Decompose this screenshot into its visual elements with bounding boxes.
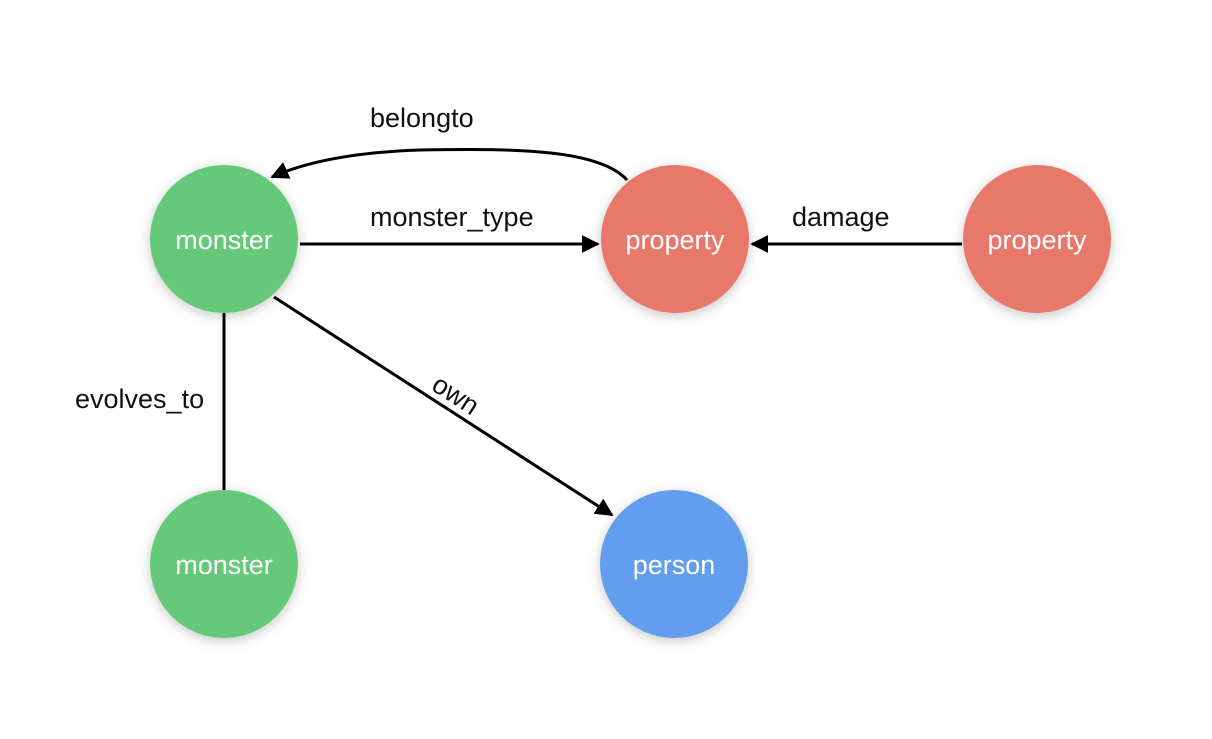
node-circle <box>601 165 749 313</box>
node-label: property <box>987 225 1087 255</box>
edge-label-evolves-to: evolves_to <box>75 384 204 414</box>
node-monster-bottom[interactable]: monster <box>150 490 298 638</box>
node-property-middle[interactable]: property <box>601 165 749 313</box>
node-circle <box>150 165 298 313</box>
edge-label-belongto: belongto <box>370 103 474 133</box>
node-label: monster <box>175 550 273 580</box>
edge-label-monster-type: monster_type <box>370 202 534 232</box>
node-label: property <box>625 225 725 255</box>
node-person[interactable]: person <box>600 490 748 638</box>
node-label: person <box>633 550 716 580</box>
node-circle <box>150 490 298 638</box>
node-property-right[interactable]: property <box>963 165 1111 313</box>
node-monster-top[interactable]: monster <box>150 165 298 313</box>
edge-own <box>273 295 614 517</box>
edge-belongto <box>270 147 629 182</box>
node-label: monster <box>175 225 273 255</box>
node-circle <box>600 490 748 638</box>
edge-label-damage: damage <box>792 202 890 232</box>
node-circle <box>963 165 1111 313</box>
